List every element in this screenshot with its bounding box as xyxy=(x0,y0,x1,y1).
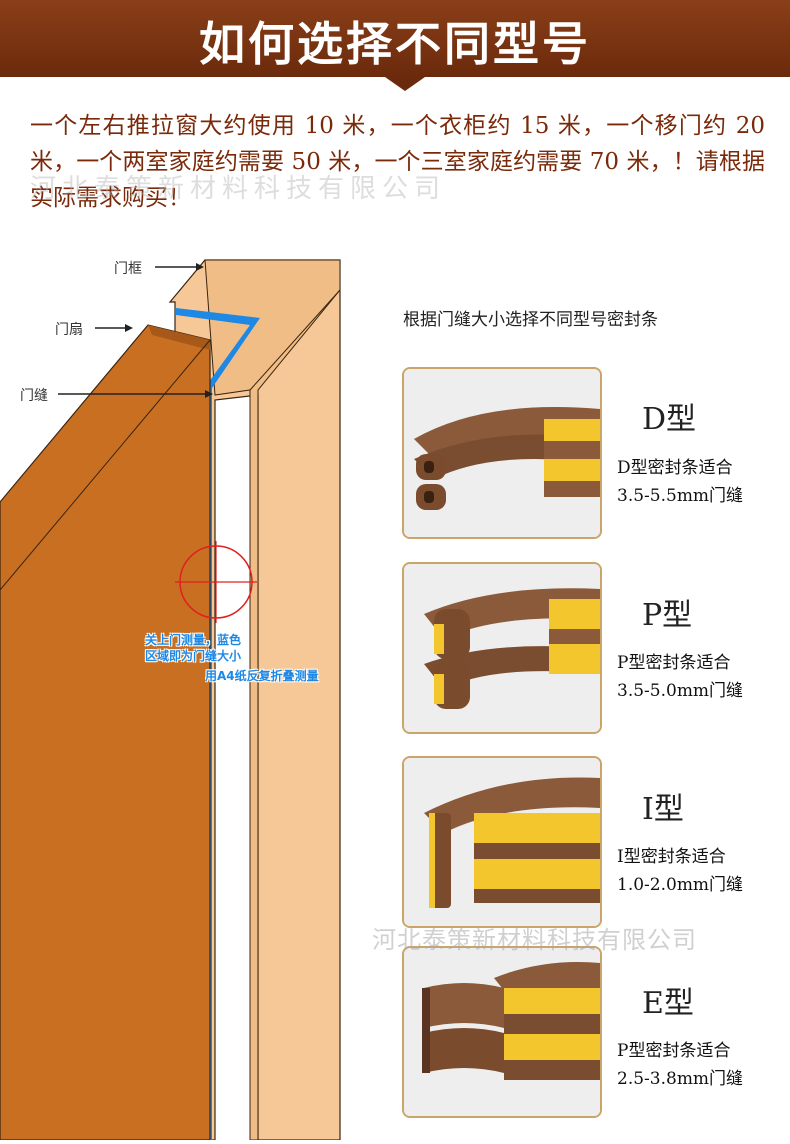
type-desc-p: P型密封条适合 3.5-5.0mm门缝 xyxy=(617,653,744,701)
section-heading: 根据门缝大小选择不同型号密封条 xyxy=(403,310,658,330)
door-illustration xyxy=(0,259,341,1141)
product-image-i xyxy=(402,756,602,928)
type-label-i: I型 xyxy=(642,792,684,827)
product-image-p xyxy=(402,562,602,734)
door-top-edge xyxy=(148,325,210,350)
watermark-bottom: 河北泰策新材料科技有限公司 xyxy=(372,926,697,954)
label-door-frame: 门框 xyxy=(114,261,142,277)
type-label-d: D型 xyxy=(642,402,697,437)
door-bevel-line xyxy=(0,339,211,591)
type-desc-i: I型密封条适合 1.0-2.0mm门缝 xyxy=(617,847,744,895)
frame-corner-line xyxy=(249,289,341,391)
type-label-e: E型 xyxy=(642,986,694,1021)
door-leaf xyxy=(0,324,211,1141)
intro-text: 一个左右推拉窗大约使用 10 米，一个衣柜约 15 米，一个移门约 20 米，一… xyxy=(30,113,765,211)
measure-note-1: 关上门测量，蓝色 xyxy=(145,633,242,647)
product-image-d xyxy=(402,367,602,539)
header-band xyxy=(0,0,790,91)
door-diagram: 门框 门扇 门缝 关上门测量，蓝色 区域即为门缝大小 用A4纸反复折叠测量 xyxy=(0,240,370,1141)
product-image-e xyxy=(402,946,602,1118)
type-desc-e: P型密封条适合 2.5-3.8mm门缝 xyxy=(617,1041,744,1089)
measure-note-3: 用A4纸反复折叠测量 xyxy=(205,669,319,683)
type-label-p: P型 xyxy=(642,598,693,633)
label-door-leaf: 门扇 xyxy=(55,322,83,338)
watermark-top: 河北泰策新材料科技有限公司 xyxy=(30,174,447,204)
type-desc-d: D型密封条适合 3.5-5.5mm门缝 xyxy=(617,458,744,506)
measure-note-2: 区域即为门缝大小 xyxy=(145,649,242,663)
label-door-gap: 门缝 xyxy=(20,388,48,404)
page-title: 如何选择不同型号 xyxy=(199,17,591,71)
